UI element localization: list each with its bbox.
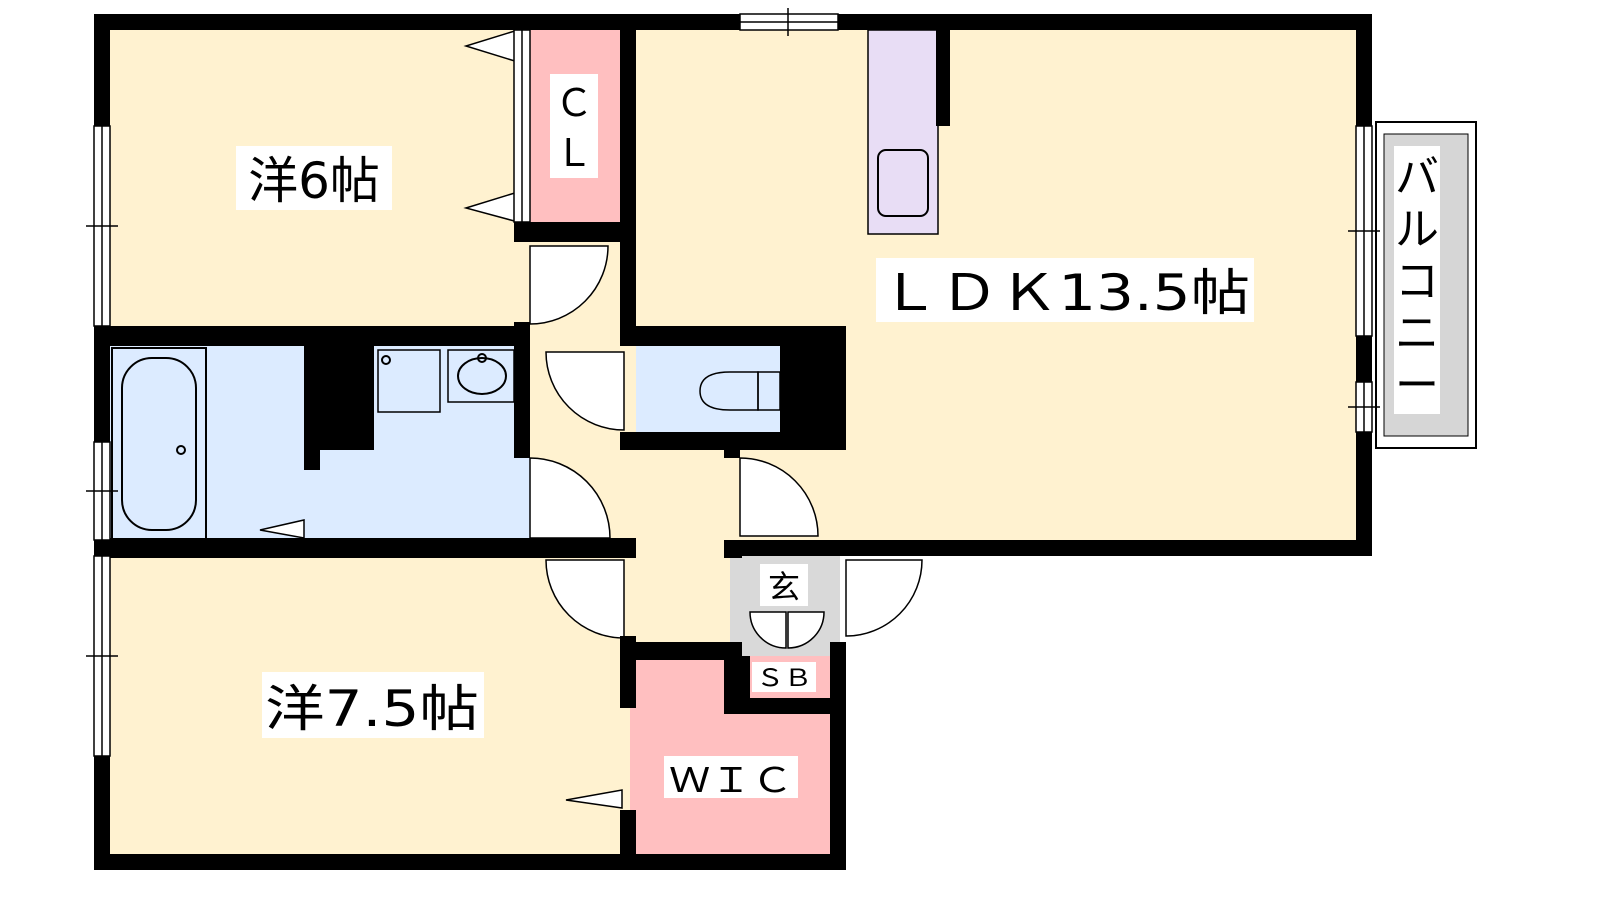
label-balcony-3: コ	[1395, 256, 1439, 307]
wall-left-4	[94, 756, 110, 870]
wall-right-1	[1356, 14, 1372, 126]
door-washroom	[529, 457, 611, 539]
label-western-7-5: 洋7.5帖	[265, 680, 479, 738]
label-shoe-box: ＳＢ	[756, 664, 812, 692]
wall-wic-notch-v	[724, 642, 742, 714]
door-entrance	[845, 559, 923, 637]
wall-bath-w75	[94, 538, 636, 558]
label-backgrounds	[236, 74, 1440, 798]
wall-left-1	[94, 14, 110, 126]
wall-top-left	[94, 14, 740, 30]
washing-machine-drain	[381, 355, 391, 365]
label-balcony-4: ニ	[1395, 308, 1439, 359]
wic-door-triangle	[565, 789, 623, 809]
wall-bottom	[94, 854, 846, 870]
wall-closet-bottom	[514, 222, 636, 242]
wall-wic-top	[620, 642, 742, 660]
door-shoe-box-left	[749, 611, 787, 649]
wall-wash-hall-1	[514, 22, 530, 30]
wall-right-2	[1356, 336, 1372, 382]
windows	[86, 8, 1380, 757]
label-entrance: 玄	[768, 568, 800, 606]
door-western6	[529, 245, 609, 325]
wall-entrance-left	[724, 540, 742, 558]
bathtub-drain	[176, 445, 186, 455]
wall-bath-block	[304, 336, 374, 450]
label-western-6: 洋6帖	[248, 152, 380, 210]
wall-bath-partition	[304, 450, 320, 470]
doors	[259, 28, 923, 809]
label-closet-l: Ｌ	[555, 131, 593, 175]
door-shoe-box-right	[787, 611, 825, 649]
wall-wash-hall-2	[514, 322, 530, 458]
room-hallway-lower	[630, 440, 730, 654]
door-western75	[545, 559, 625, 639]
wall-sb-left	[742, 656, 750, 698]
wall-ldk-bottom	[724, 540, 1372, 556]
walls	[94, 14, 1372, 870]
wall-wic-notch-h	[724, 698, 846, 714]
wall-right-3	[1356, 432, 1372, 556]
door-ldk	[739, 457, 819, 537]
fixtures	[111, 29, 939, 543]
washing-machine-pan	[377, 349, 441, 413]
bath-door-triangle	[259, 519, 305, 539]
wall-wic-right	[830, 642, 846, 870]
wall-entrance-left-v	[724, 440, 740, 458]
room-toilet	[636, 342, 788, 440]
kitchen-sink	[877, 149, 929, 217]
vanity-basin	[457, 357, 507, 395]
vanity-faucet	[477, 353, 487, 363]
label-closet-c: Ｃ	[555, 81, 593, 125]
label-wic: ＷＩＣ	[669, 761, 793, 801]
label-balcony-5: ー	[1395, 360, 1439, 411]
label-balcony-2: ル	[1395, 204, 1439, 255]
labels: 洋6帖 Ｃ Ｌ ＬＤＫ13.5帖 バ ル コ ニ ー 洋7.5帖 玄 ＳＢ ＷＩ…	[248, 81, 1439, 801]
label-ldk: ＬＤＫ13.5帖	[880, 264, 1250, 322]
wall-closet-ldk	[620, 14, 636, 344]
wall-toilet-right	[780, 326, 846, 450]
door-toilet	[545, 351, 625, 431]
toilet-bowl	[699, 371, 759, 411]
wall-left-2	[94, 326, 110, 442]
wall-kitchen	[936, 14, 950, 126]
wall-top-right	[838, 14, 1372, 30]
label-balcony-1: バ	[1395, 152, 1439, 203]
wall-w75-right-2	[620, 810, 636, 870]
bathtub-basin	[121, 357, 197, 531]
